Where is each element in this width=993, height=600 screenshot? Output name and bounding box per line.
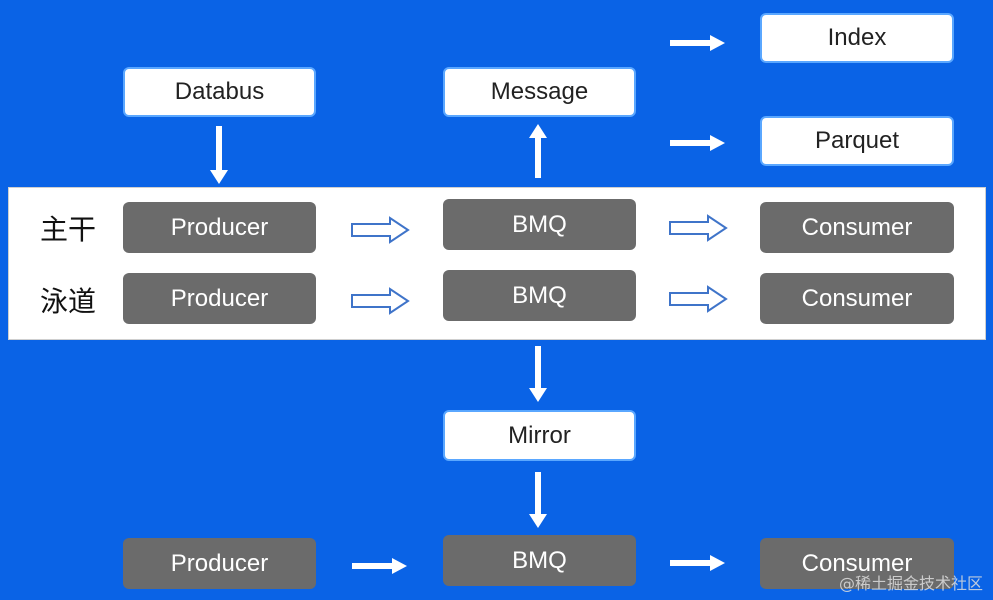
main-consumer-label: Consumer [801, 213, 913, 241]
swim-bmq-box: BMQ [443, 270, 636, 321]
databus-box: Databus [123, 67, 316, 117]
main-bmq-box: BMQ [443, 199, 636, 250]
main-producer-box: Producer [123, 202, 316, 253]
bottom-consumer-box: Consumer [760, 538, 954, 589]
swim-consumer-label: Consumer [801, 284, 913, 312]
mirror-box: Mirror [443, 410, 636, 461]
arrow-bmq-to-message [529, 124, 547, 178]
swim-consumer-box: Consumer [760, 273, 954, 324]
arrow-bottom-producer-to-bmq [352, 558, 407, 574]
databus-label: Databus [174, 78, 265, 105]
bottom-bmq-box: BMQ [443, 535, 636, 586]
swim-lane-label: 泳道 [40, 285, 97, 318]
bottom-producer-box: Producer [123, 538, 316, 589]
arrow-bottom-bmq-to-consumer [670, 555, 725, 571]
swim-bmq-label: BMQ [512, 281, 567, 309]
watermark-text: @稀土掘金技术社区 [838, 574, 983, 593]
arrow-to-index [670, 35, 725, 51]
arrow-bmq-to-mirror [529, 346, 547, 402]
arrow-mirror-to-bmq [529, 472, 547, 528]
bottom-producer-label: Producer [170, 549, 269, 577]
arrow-to-parquet [670, 135, 725, 151]
main-lane-label: 主干 [40, 213, 97, 246]
arrow-databus-to-producer [210, 126, 228, 184]
swim-producer-label: Producer [170, 284, 269, 312]
main-producer-label: Producer [170, 213, 269, 241]
main-bmq-label: BMQ [512, 210, 567, 238]
index-box: Index [760, 13, 954, 63]
bottom-consumer-label: Consumer [801, 549, 913, 577]
parquet-box: Parquet [760, 116, 954, 166]
index-label: Index [827, 24, 887, 51]
message-box: Message [443, 67, 636, 117]
main-consumer-box: Consumer [760, 202, 954, 253]
swim-producer-box: Producer [123, 273, 316, 324]
message-label: Message [490, 78, 589, 105]
parquet-label: Parquet [814, 127, 900, 154]
mirror-label: Mirror [508, 421, 571, 449]
bottom-bmq-label: BMQ [512, 546, 567, 574]
